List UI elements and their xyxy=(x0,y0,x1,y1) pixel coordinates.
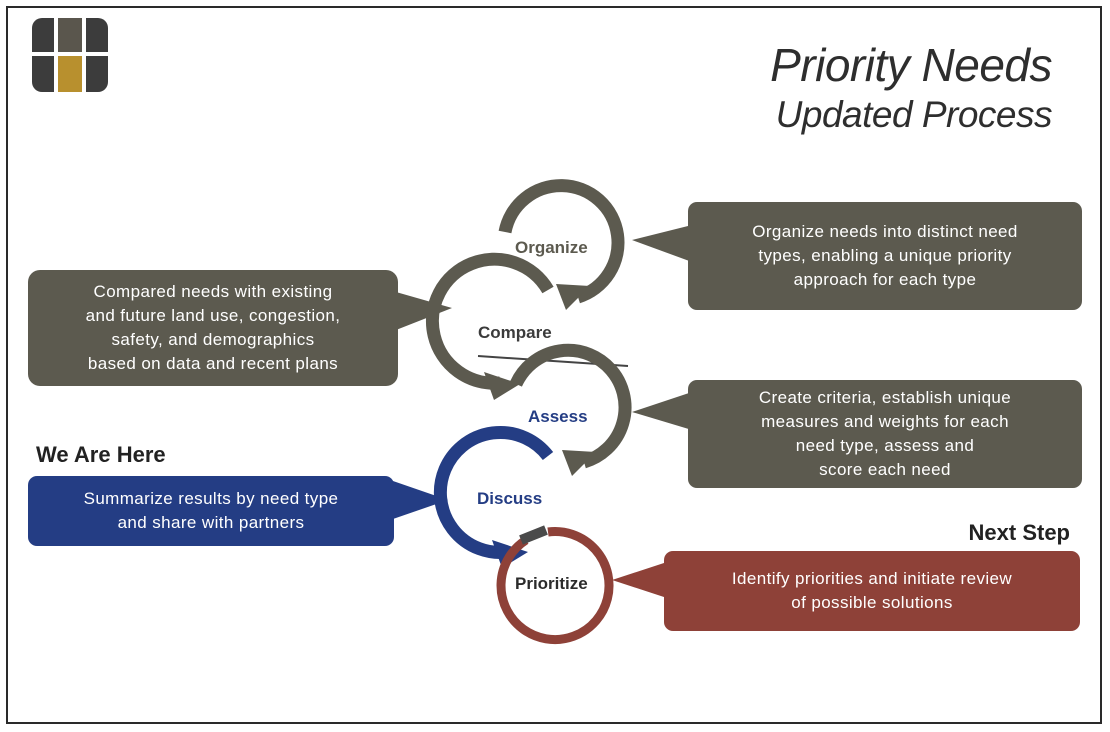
title-line-1: Priority Needs xyxy=(770,39,1052,91)
discuss-callout: Summarize results by need type and share… xyxy=(28,476,394,546)
compare-arrowhead xyxy=(484,372,520,400)
organize-callout-text: Organize needs into distinct need types,… xyxy=(752,222,1018,289)
assess-arrowhead xyxy=(562,450,596,476)
organize-callout: Organize needs into distinct need types,… xyxy=(688,202,1082,310)
we-are-here-heading: We Are Here xyxy=(36,442,166,467)
assess-callout: Create criteria, establish unique measur… xyxy=(688,380,1082,488)
prioritize-callout: Identify priorities and initiate review … xyxy=(664,551,1080,631)
stage-label-discuss: Discuss xyxy=(477,489,542,508)
stage-label-assess: Assess xyxy=(528,407,588,426)
title-line-2: Updated Process xyxy=(775,94,1053,135)
stage-label-prioritize: Prioritize xyxy=(515,574,588,593)
assess-callout-text: Create criteria, establish unique measur… xyxy=(758,388,1012,479)
assess-callout-pointer xyxy=(632,392,692,430)
prioritize-start-mark xyxy=(519,525,548,545)
prioritize-callout-text: Identify priorities and initiate review … xyxy=(731,569,1013,612)
slide-title: Priority Needs Updated Process xyxy=(770,38,1052,138)
organize-arrowhead xyxy=(556,284,590,310)
compare-callout-pointer xyxy=(396,292,452,330)
stage-label-compare: Compare xyxy=(478,323,552,342)
assess-arc xyxy=(510,343,632,469)
next-step-heading: Next Step xyxy=(968,520,1070,545)
discuss-arc xyxy=(433,426,554,559)
compare-arc xyxy=(425,252,554,390)
grid-logo-icon xyxy=(32,18,110,94)
discuss-callout-pointer xyxy=(393,481,448,519)
stage-label-organize: Organize xyxy=(515,238,588,257)
organize-callout-pointer xyxy=(632,225,692,262)
compare-callout: Compared needs with existing and future … xyxy=(28,270,398,386)
compare-callout-text: Compared needs with existing and future … xyxy=(85,282,341,373)
discuss-callout-text: Summarize results by need type and share… xyxy=(83,489,339,532)
prioritize-ring xyxy=(496,527,614,645)
prioritize-callout-pointer xyxy=(612,562,667,598)
organize-arc xyxy=(498,179,625,304)
